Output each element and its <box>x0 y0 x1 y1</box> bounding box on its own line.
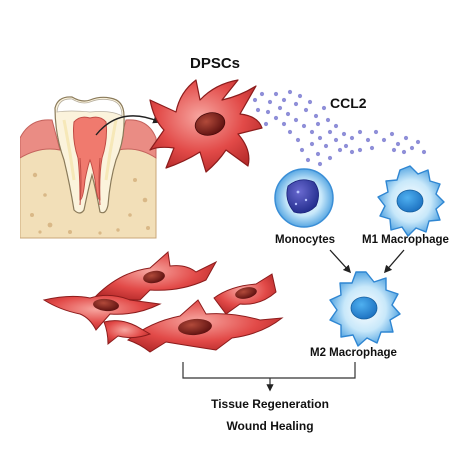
m2-macrophage-label: M2 Macrophage <box>310 347 397 359</box>
ccl2-dot <box>349 135 355 141</box>
ccl2-dot <box>401 149 407 155</box>
ccl2-dot <box>299 147 305 153</box>
ccl2-dot <box>297 93 303 99</box>
ccl2-dot <box>309 129 315 135</box>
ccl2-dot <box>327 129 333 135</box>
wound-healing-label: Wound Healing <box>226 419 313 433</box>
dental-pulp-stem-cell-icon <box>149 79 263 173</box>
ccl2-dot <box>273 91 279 97</box>
ccl2-dot <box>293 117 299 123</box>
ccl2-dot <box>313 113 319 119</box>
ccl2-dot <box>307 99 313 105</box>
ccl2-dot <box>267 99 273 105</box>
ccl2-dot <box>373 129 379 135</box>
m1-macrophage-icon <box>377 165 445 237</box>
monocyte-cell-icon <box>274 168 334 228</box>
dpscs-label: DPSCs <box>190 55 240 72</box>
ccl2-dot <box>357 147 363 153</box>
ccl2-dot <box>287 89 293 95</box>
tissue-regeneration-label: Tissue Regeneration <box>211 397 329 411</box>
ccl2-dot <box>317 135 323 141</box>
spindle-cells-icon <box>42 251 284 353</box>
ccl2-dot <box>395 141 401 147</box>
ccl2-dot <box>277 105 283 111</box>
ccl2-dot <box>369 145 375 151</box>
ccl2-dot <box>365 137 371 143</box>
ccl2-dot <box>305 157 311 163</box>
tooth-cross-section-icon <box>20 96 157 239</box>
m1-macrophage-label: M1 Macrophage <box>362 234 449 246</box>
ccl2-dot <box>415 139 421 145</box>
ccl2-dot <box>303 107 309 113</box>
ccl2-dot <box>315 151 321 157</box>
ccl2-dots-icon <box>252 89 427 167</box>
ccl2-dot <box>333 137 339 143</box>
ccl2-dot <box>273 115 279 121</box>
ccl2-label: CCL2 <box>330 95 367 111</box>
ccl2-dot <box>343 143 349 149</box>
ccl2-dot <box>317 161 323 167</box>
ccl2-dot <box>259 91 265 97</box>
ccl2-dot <box>349 149 355 155</box>
ccl2-dot <box>323 143 329 149</box>
ccl2-dot <box>287 129 293 135</box>
ccl2-dot <box>281 121 287 127</box>
ccl2-dot <box>293 101 299 107</box>
ccl2-dot <box>315 121 321 127</box>
ccl2-dot <box>321 105 327 111</box>
ccl2-dot <box>281 97 287 103</box>
ccl2-dot <box>295 137 301 143</box>
ccl2-dot <box>263 121 269 127</box>
ccl2-dot <box>357 129 363 135</box>
ccl2-dot <box>391 147 397 153</box>
ccl2-dot <box>327 155 333 161</box>
ccl2-dot <box>409 145 415 151</box>
monocyte-to-m2-arrow <box>329 249 352 274</box>
ccl2-dot <box>403 135 409 141</box>
monocytes-label: Monocytes <box>275 234 335 246</box>
ccl2-dot <box>255 107 261 113</box>
ccl2-dot <box>421 149 427 155</box>
ccl2-dot <box>252 97 258 103</box>
m2-macrophage-icon <box>329 271 401 347</box>
ccl2-dot <box>265 109 271 115</box>
ccl2-dot <box>301 123 307 129</box>
ccl2-dot <box>341 131 347 137</box>
m1-to-m2-arrow <box>383 249 405 274</box>
ccl2-dot <box>325 117 331 123</box>
ccl2-dot <box>309 141 315 147</box>
tooth-to-dpsc-arrow <box>95 115 162 136</box>
ccl2-dot <box>337 147 343 153</box>
ccl2-dot <box>333 123 339 129</box>
ccl2-dot <box>285 111 291 117</box>
ccl2-dot <box>381 137 387 143</box>
outcome-bracket <box>182 362 356 392</box>
ccl2-dot <box>389 131 395 137</box>
